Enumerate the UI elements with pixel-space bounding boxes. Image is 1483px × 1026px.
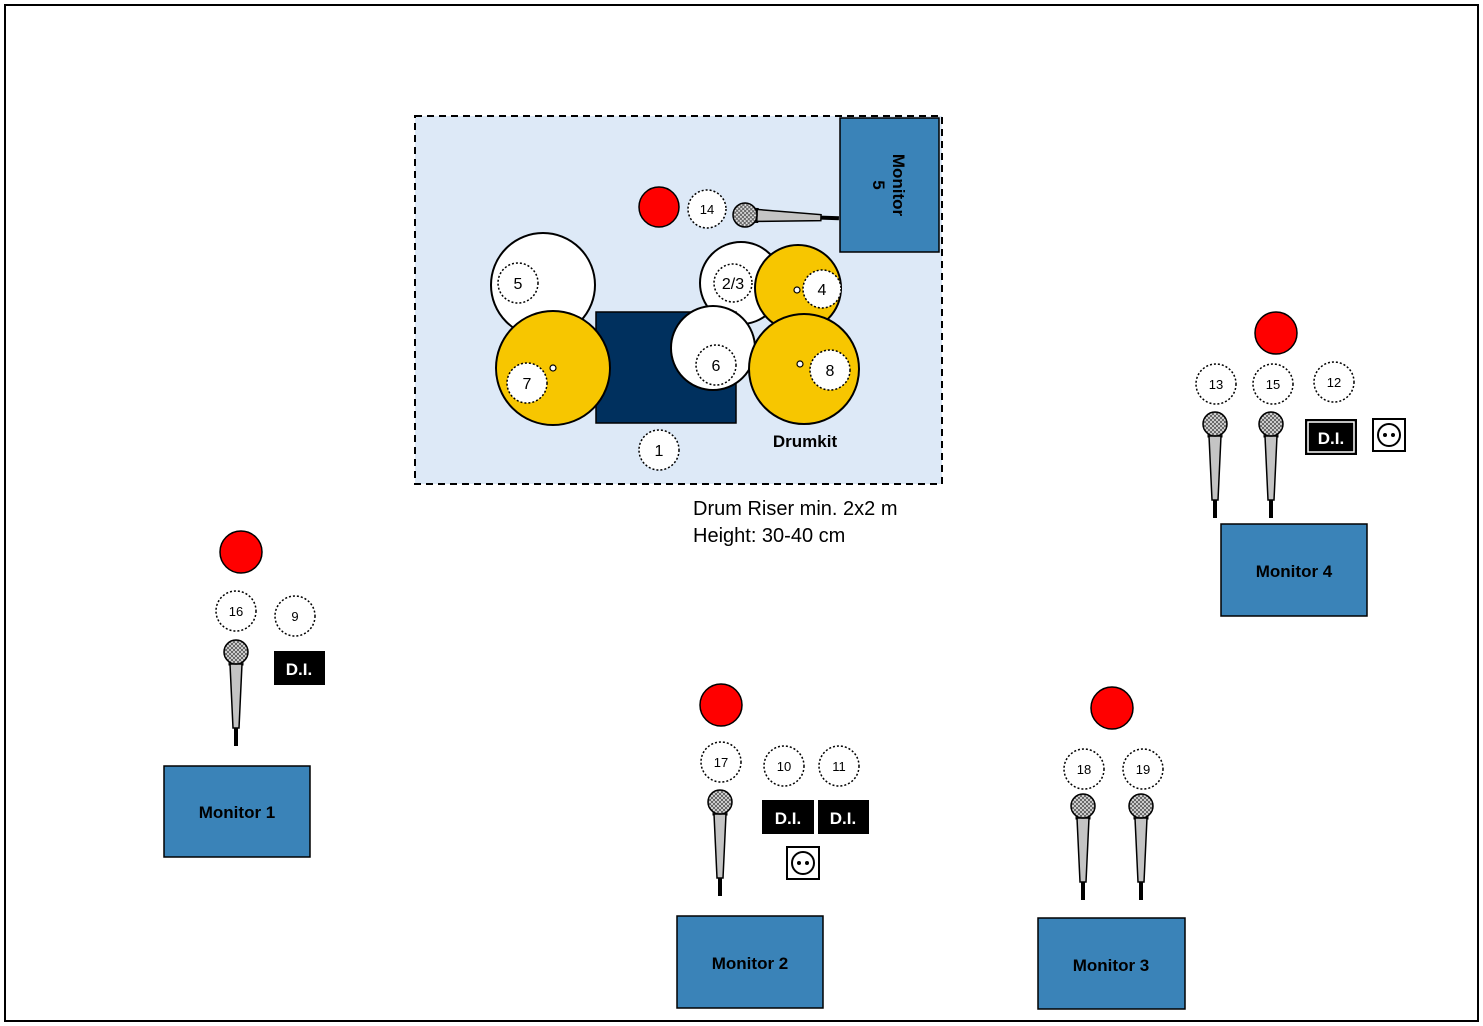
channel-16-label: 16 (229, 604, 243, 619)
power-dot-icon (219, 530, 263, 574)
monitor-2 (676, 915, 824, 1009)
channel-8-label: 8 (826, 363, 835, 380)
cymbal-hihat-center (793, 286, 801, 294)
channel-4-label: 4 (818, 282, 827, 299)
monitor-1 (163, 765, 311, 858)
power-dot-icon (1090, 686, 1134, 730)
riser-height-label: Height: 30-40 cm (693, 525, 845, 547)
di-box (818, 800, 869, 834)
channel-badge-8 (809, 349, 851, 391)
di-box-label: D.I. (1318, 429, 1344, 448)
monitor-4 (1220, 523, 1368, 617)
monitor-2-label: Monitor 2 (712, 954, 789, 973)
power-dot-icon (699, 683, 743, 727)
channel-badge-11 (818, 745, 860, 787)
monitor-5-label-line1: Monitor (889, 154, 908, 217)
channel-badge-7 (506, 362, 548, 404)
channel-17-label: 17 (714, 755, 728, 770)
channel-6-label: 6 (712, 358, 721, 375)
channel-badge-14 (687, 189, 727, 229)
monitor-5 (839, 117, 940, 253)
channel-11-label: 11 (832, 759, 846, 774)
cymbal-left-center (549, 364, 557, 372)
channel-badge-6 (695, 344, 737, 386)
di-box (1305, 419, 1357, 455)
channel-badge-4 (802, 269, 842, 309)
monitor-3 (1037, 917, 1186, 1010)
channel-10-label: 10 (777, 759, 791, 774)
channel-15-label: 15 (1266, 377, 1280, 392)
monitor-5-label-line2: 5 (869, 180, 888, 189)
monitor-1-label: Monitor 1 (199, 803, 276, 822)
channel-badge-1 (638, 429, 680, 471)
power-dot-icon (1254, 311, 1298, 355)
channel-badge-13 (1195, 363, 1237, 405)
di-box-label: D.I. (286, 660, 312, 679)
drumkit-label: Drumkit (773, 432, 838, 451)
power-dot-icon (638, 186, 680, 228)
channel-14-label: 14 (700, 202, 714, 217)
channel-badge-10 (763, 745, 805, 787)
channel-badge-16 (215, 590, 257, 632)
power-socket-icon (1372, 418, 1406, 452)
cymbal-right (748, 313, 860, 425)
channel-badge-9 (274, 595, 316, 637)
monitor-3-label: Monitor 3 (1073, 956, 1150, 975)
di-box-label: D.I. (830, 809, 856, 828)
channel-badge-18 (1063, 748, 1105, 790)
channel-badge-15 (1252, 363, 1294, 405)
channel-2-3-label: 2/3 (722, 276, 744, 293)
channel-9-label: 9 (291, 609, 298, 624)
channel-19-label: 19 (1136, 762, 1150, 777)
channel-12-label: 12 (1327, 375, 1341, 390)
di-box (274, 651, 325, 685)
cymbal-right-center (796, 360, 804, 368)
power-socket-icon (786, 846, 820, 880)
channel-7-label: 7 (523, 376, 532, 393)
channel-1-label: 1 (655, 443, 664, 460)
channel-18-label: 18 (1077, 762, 1091, 777)
channel-13-label: 13 (1209, 377, 1223, 392)
channel-badge-5 (497, 262, 539, 304)
channel-5-label: 5 (514, 276, 523, 293)
di-box-inner-border (1307, 421, 1355, 453)
channel-badge-19 (1122, 748, 1164, 790)
di-box (762, 800, 814, 834)
di-box-label: D.I. (775, 809, 801, 828)
riser-size-label: Drum Riser min. 2x2 m (693, 498, 897, 520)
channel-badge-17 (700, 741, 742, 783)
channel-badge-2-3 (713, 263, 753, 303)
channel-badge-12 (1313, 361, 1355, 403)
monitor-4-label: Monitor 4 (1256, 562, 1333, 581)
